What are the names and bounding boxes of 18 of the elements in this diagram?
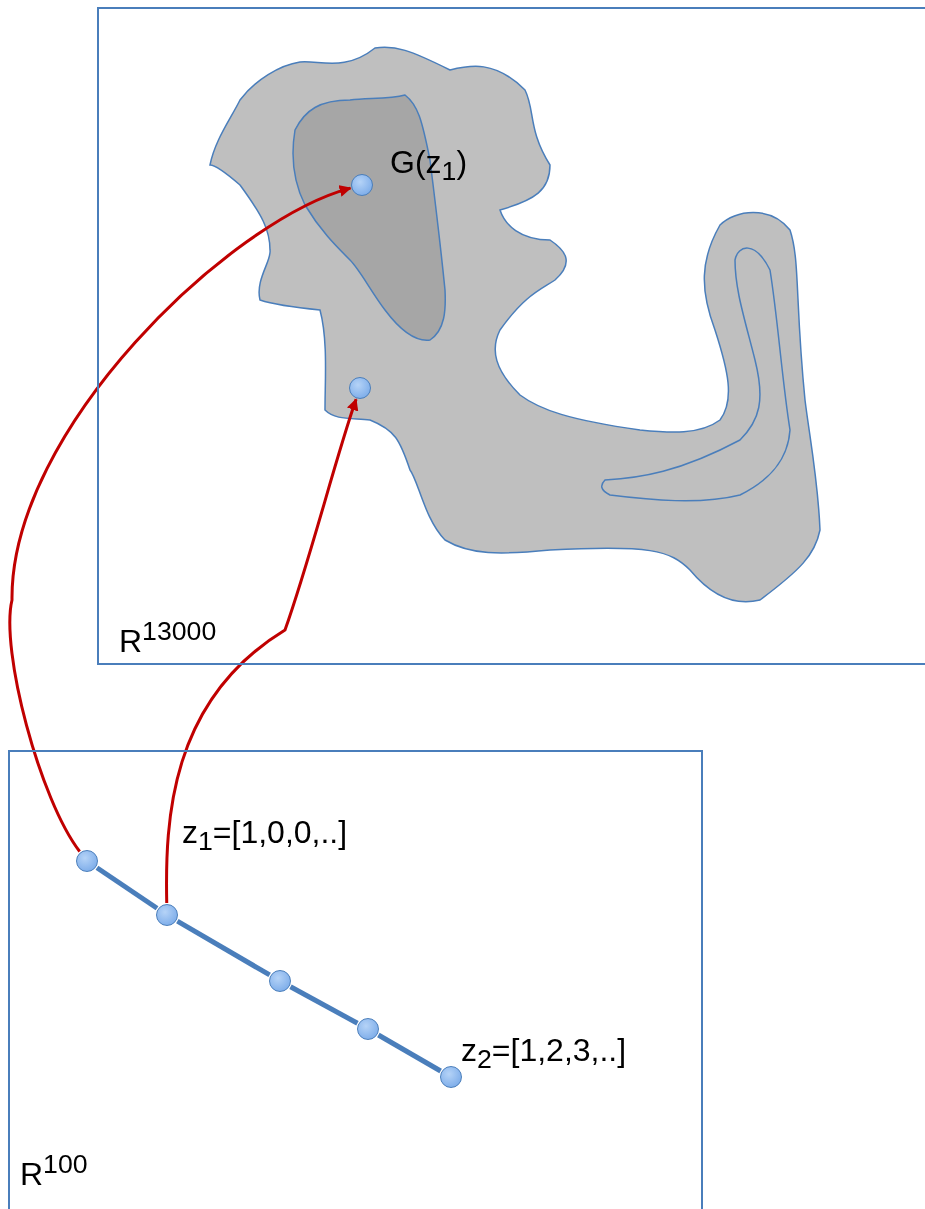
curved-arrow: [8, 186, 352, 853]
point-dot: [76, 850, 98, 872]
point-label: G(z$_{1}$): [390, 145, 468, 187]
line-segment: [95, 865, 159, 911]
point-label: z$_{2}$=[1,2,3,..]: [461, 1033, 627, 1075]
space-box: [97, 7, 925, 665]
space-label: R$^{100}$: [20, 1150, 88, 1192]
point-label: z$_{1}$=[1,0,0,..]: [182, 815, 348, 857]
point-dot: [357, 1018, 379, 1040]
point-dot: [156, 904, 178, 926]
point-dot: [269, 970, 291, 992]
space-box: [8, 750, 703, 1209]
line-segment: [377, 1032, 442, 1074]
line-segment: [289, 984, 359, 1026]
space-label: R$^{13000}$: [119, 617, 217, 659]
point-dot: [440, 1066, 462, 1088]
curved-arrow: [165, 398, 359, 903]
line-segment: [176, 918, 271, 978]
